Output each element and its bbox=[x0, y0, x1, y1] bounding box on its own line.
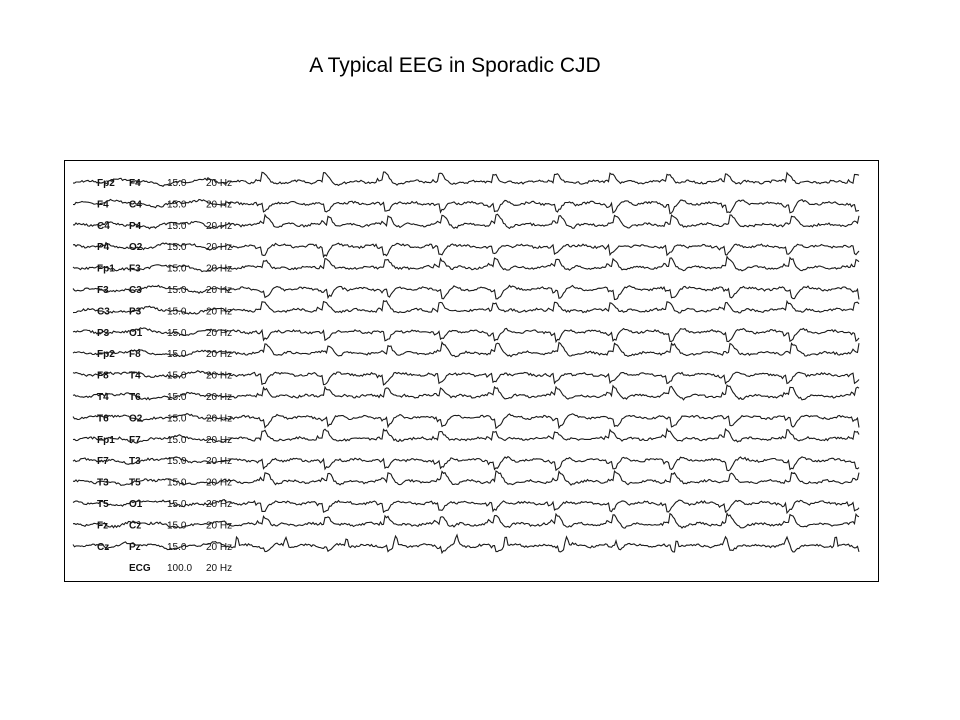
channel-electrode-b: F7 bbox=[129, 435, 141, 446]
channel-filter: 20 Hz bbox=[206, 328, 232, 339]
eeg-trace bbox=[72, 412, 860, 430]
channel-electrode-b: F3 bbox=[129, 264, 141, 275]
eeg-trace bbox=[72, 455, 860, 472]
channel-filter: 20 Hz bbox=[206, 285, 232, 296]
channel-electrode-a: T5 bbox=[97, 499, 109, 510]
eeg-trace bbox=[72, 213, 860, 230]
channel-electrode-a: F8 bbox=[97, 371, 109, 382]
channel-sensitivity: 15.0 bbox=[167, 242, 187, 253]
channel-filter: 20 Hz bbox=[206, 520, 232, 531]
channel-electrode-a: P4 bbox=[97, 242, 110, 253]
channel-filter: 20 Hz bbox=[206, 499, 232, 510]
channel-sensitivity: 15.0 bbox=[167, 499, 187, 510]
eeg-trace bbox=[72, 533, 860, 555]
channel-sensitivity: 15.0 bbox=[167, 413, 187, 424]
channel-filter: 20 Hz bbox=[206, 478, 232, 489]
channel-sensitivity: 100.0 bbox=[167, 563, 192, 574]
eeg-trace bbox=[72, 299, 860, 315]
channel-filter: 20 Hz bbox=[206, 563, 232, 574]
channel-filter: 20 Hz bbox=[206, 349, 232, 360]
channel-sensitivity: 15.0 bbox=[167, 199, 187, 210]
channel-filter: 20 Hz bbox=[206, 542, 232, 553]
channel-electrode-a: Fz bbox=[97, 520, 108, 531]
eeg-trace bbox=[72, 340, 860, 358]
channel-electrode-b: O1 bbox=[129, 328, 143, 339]
channel-electrode-b: Cz bbox=[129, 520, 141, 531]
channel-electrode-b: O1 bbox=[129, 499, 143, 510]
channel-filter: 20 Hz bbox=[206, 242, 232, 253]
eeg-trace bbox=[72, 255, 860, 273]
channel-sensitivity: 15.0 bbox=[167, 478, 187, 489]
channel-sensitivity: 15.0 bbox=[167, 392, 187, 403]
channel-electrode-b: P3 bbox=[129, 306, 142, 317]
channel-filter: 20 Hz bbox=[206, 371, 232, 382]
channel-electrode-a: T4 bbox=[97, 392, 109, 403]
channel-electrode-a: F4 bbox=[97, 199, 109, 210]
channel-sensitivity: 15.0 bbox=[167, 542, 187, 553]
channel-electrode-b: ECG bbox=[129, 563, 151, 574]
channel-sensitivity: 15.0 bbox=[167, 221, 187, 232]
channel-electrode-b: Pz bbox=[129, 542, 141, 553]
eeg-trace bbox=[72, 370, 860, 386]
channel-sensitivity: 15.0 bbox=[167, 328, 187, 339]
channel-electrode-b: T4 bbox=[129, 371, 141, 382]
channel-sensitivity: 15.0 bbox=[167, 285, 187, 296]
channel-sensitivity: 15.0 bbox=[167, 349, 187, 360]
channel-electrode-b: P4 bbox=[129, 221, 142, 232]
eeg-trace bbox=[72, 198, 860, 215]
channel-filter: 20 Hz bbox=[206, 306, 232, 317]
channel-sensitivity: 15.0 bbox=[167, 456, 187, 467]
channel-electrode-b: T3 bbox=[129, 456, 141, 467]
channel-sensitivity: 15.0 bbox=[167, 435, 187, 446]
channel-electrode-a: Fp2 bbox=[97, 349, 115, 360]
channel-electrode-a: Fp1 bbox=[97, 435, 115, 446]
eeg-trace bbox=[72, 469, 860, 487]
eeg-trace bbox=[72, 284, 860, 301]
eeg-trace bbox=[72, 327, 860, 344]
eeg-trace bbox=[72, 241, 860, 259]
channel-sensitivity: 15.0 bbox=[167, 178, 187, 189]
eeg-trace bbox=[72, 499, 860, 515]
slide-title: A Typical EEG in Sporadic CJD bbox=[309, 54, 601, 77]
channel-electrode-a: T3 bbox=[97, 478, 109, 489]
channel-electrode-b: T5 bbox=[129, 478, 141, 489]
eeg-trace bbox=[73, 171, 860, 187]
channel-filter: 20 Hz bbox=[206, 392, 232, 403]
channel-sensitivity: 15.0 bbox=[167, 264, 187, 275]
channel-filter: 20 Hz bbox=[206, 178, 232, 189]
channel-sensitivity: 15.0 bbox=[167, 306, 187, 317]
eeg-trace bbox=[72, 427, 860, 444]
eeg-trace bbox=[72, 384, 860, 401]
channel-electrode-a: P3 bbox=[97, 328, 110, 339]
channel-electrode-a: T6 bbox=[97, 413, 109, 424]
channel-filter: 20 Hz bbox=[206, 435, 232, 446]
channel-electrode-b: T6 bbox=[129, 392, 141, 403]
channel-electrode-b: F4 bbox=[129, 178, 141, 189]
eeg-trace bbox=[72, 511, 860, 529]
channel-electrode-b: C4 bbox=[129, 199, 142, 210]
channel-electrode-b: F8 bbox=[129, 349, 141, 360]
channel-filter: 20 Hz bbox=[206, 264, 232, 275]
channel-electrode-a: Cz bbox=[97, 542, 109, 553]
channel-electrode-a: Fp1 bbox=[97, 264, 115, 275]
channel-sensitivity: 15.0 bbox=[167, 520, 187, 531]
channel-electrode-a: C4 bbox=[97, 221, 110, 232]
